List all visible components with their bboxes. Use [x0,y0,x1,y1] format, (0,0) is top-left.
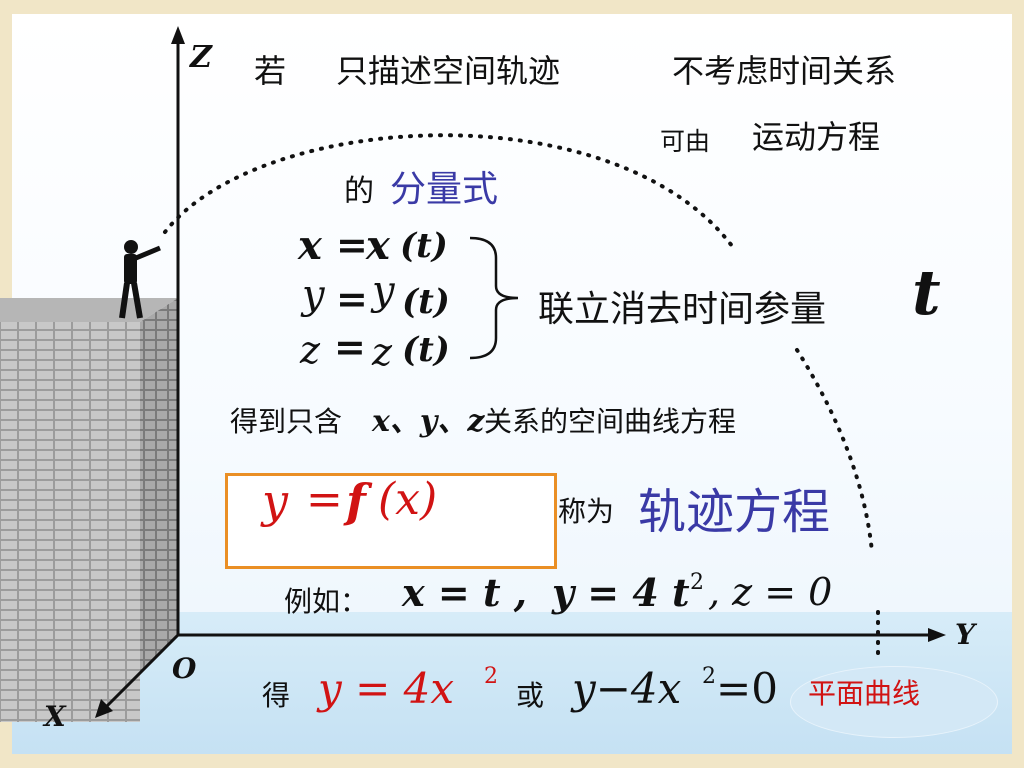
heading-if: 若 [254,52,287,90]
eq3-lhs: z [300,328,321,372]
z-axis-label: Z [190,40,212,75]
heading-part1: 只描述空间轨迹 [336,52,561,90]
brace [469,236,519,360]
example-expr3: , z = 0 [708,570,833,614]
eq2-paren: (t) [402,282,450,322]
eliminate-symbol: t [912,256,941,329]
bottom-eq-exp: 2 [484,664,498,689]
origin-label: O [172,652,197,685]
result-prefix: 得到只含 [230,405,343,438]
bottom-or: 或 [516,679,545,712]
traj-name: 轨迹方程 [638,484,831,540]
line2-label: 运动方程 [752,118,881,156]
bottom-eq2-exp: 2 [702,664,716,689]
eq1-equals: = [336,222,368,267]
eq2-equals: = [336,276,368,321]
wall-side [140,298,178,672]
eq1-lhs: x [298,222,322,269]
trajectory-curve-lower [795,348,874,554]
line3-label: 分量式 [390,169,499,210]
example-exp2: 2 [690,570,704,595]
wall-top [0,298,178,322]
axes [95,26,946,718]
result-vars: x、y、z [372,404,485,439]
eq1-rhs: x [366,222,390,269]
bottom-de: 得 [262,679,291,712]
eq2-rhs: y [372,268,395,314]
plane-curve-note: 平面曲线 [808,677,921,710]
traj-arg: (x) [378,474,438,525]
bottom-eq-left: y = 4x [318,664,455,713]
eliminate-text: 联立消去时间参量 [538,289,827,330]
bottom-eq2-rest: =0 [716,664,778,713]
trajectory-equation-box [225,473,557,569]
traj-f: f [346,474,366,528]
trajectory-curve [163,133,737,252]
traj-y: y [262,474,288,528]
line3-prefix: 的 [344,174,374,209]
person-silhouette [119,240,161,319]
example-expr1: x = t , [402,570,527,615]
eq1-paren: (t) [400,226,448,266]
eq2-lhs: y [302,272,325,318]
y-axis-label: Y [955,618,975,651]
traj-called: 称为 [558,495,615,528]
eq3-paren: (t) [402,330,450,370]
line2-small: 可由 [660,127,711,156]
highlight-oval [790,666,998,738]
eq3-equals: = [334,324,366,369]
eq3-rhs: z [372,330,393,374]
x-axis-label: X [44,700,66,733]
heading-part2: 不考虑时间关系 [672,52,897,90]
wall-front [0,322,140,722]
result-suffix: 关系的空间曲线方程 [484,405,737,438]
example-expr2: y = 4 t [552,570,690,615]
traj-equals: = [306,474,343,525]
bottom-eq2: y−4x [572,664,682,713]
example-label: 例如： [284,585,369,618]
